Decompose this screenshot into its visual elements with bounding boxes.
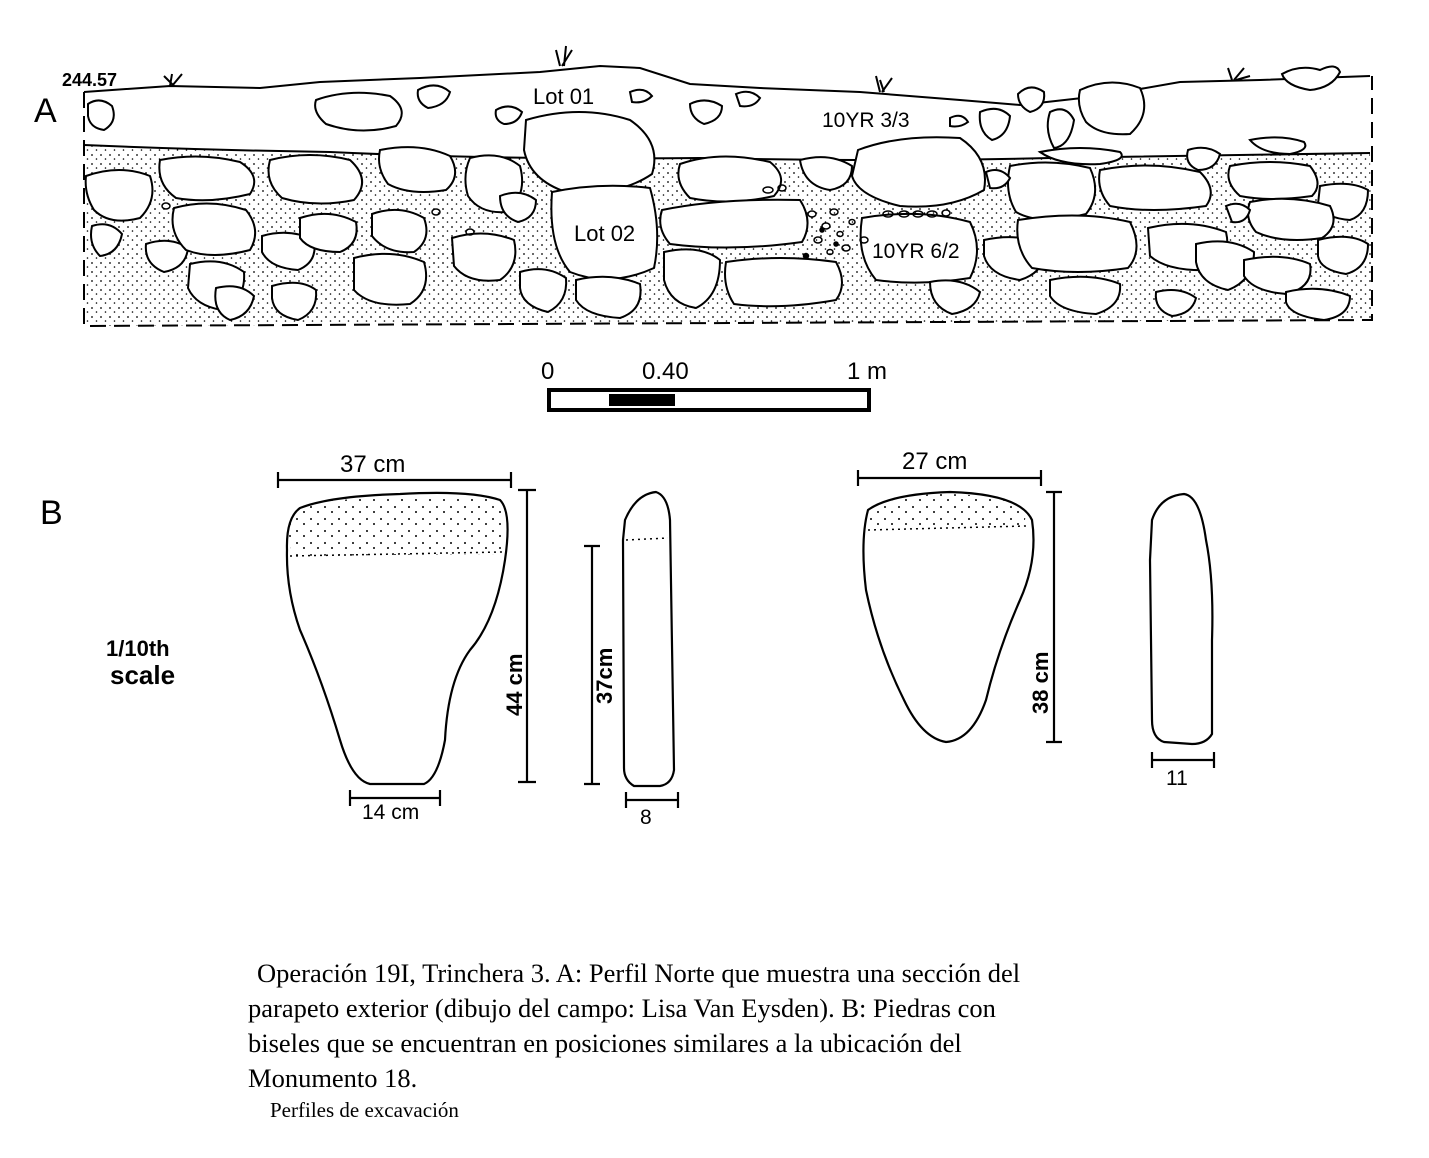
stone-2-outline (862, 490, 1035, 744)
stone-2-dimensions (856, 470, 1062, 744)
stone-1-bevel (287, 496, 505, 556)
scale-tick-040: 0.40 (642, 358, 689, 385)
stone-2-side-width: 11 (1166, 767, 1188, 790)
stone-1-height: 44 cm (502, 653, 527, 716)
stone-2-front (862, 490, 1035, 744)
soil-color-lower: 10YR 6/2 (872, 240, 960, 263)
caption-line: Monumento 18. (248, 1063, 418, 1093)
profile-frame (83, 76, 1373, 328)
pebble-cluster (161, 184, 951, 260)
stone-1-dimensions (276, 472, 536, 806)
caption-line: biseles que se encuentran en posiciones … (248, 1028, 962, 1058)
stone-1-side-outline (621, 490, 676, 788)
vegetation-mark (555, 45, 573, 67)
stone-1-front (285, 491, 509, 786)
ground-surface-line (83, 64, 1371, 107)
vegetation-mark (163, 73, 183, 87)
lot-01-stones (87, 65, 1342, 156)
scale-bar (547, 388, 871, 412)
vegetation-mark (1227, 67, 1251, 81)
figure-subcaption: Perfiles de excavación (270, 1098, 459, 1122)
scale-note-line1: 1/10th (106, 636, 170, 661)
lot-02-stones (84, 111, 1370, 322)
stone-2-width-top: 27 cm (902, 448, 968, 475)
soil-color-upper: 10YR 3/3 (822, 109, 910, 132)
panel-b-letter: B (40, 494, 63, 532)
elevation-label: 244.57 (62, 70, 118, 90)
scale-note-line2: scale (110, 660, 176, 690)
stone-1-outline (285, 491, 509, 786)
stone-1-width-top: 37 cm (340, 451, 406, 478)
figure-caption: Operación 19I, Trinchera 3. A: Perfil No… (248, 956, 1208, 1096)
lot-01-label: Lot 01 (533, 84, 595, 109)
scale-bar-segment-dark (609, 394, 675, 406)
stone-1-width-base: 14 cm (362, 801, 420, 824)
stone-2-side-outline (1148, 492, 1214, 746)
stone-1-side (584, 490, 680, 808)
stone-2-height: 38 cm (1028, 651, 1053, 714)
stone-1-side-height: 37cm (592, 647, 617, 704)
caption-line: Operación 19I, Trinchera 3. A: Perfil No… (257, 958, 1021, 988)
profile-section-a (83, 45, 1373, 328)
scale-bar-segment-light (553, 394, 609, 406)
stone-1-side-width: 8 (640, 806, 652, 829)
scale-tick-1m: 1 m (847, 358, 888, 385)
scale-tick-0: 0 (541, 358, 555, 385)
vegetation-mark (875, 75, 893, 93)
stone-2-side (1148, 492, 1216, 768)
lot-02-label: Lot 02 (574, 221, 636, 246)
panel-a-letter: A (34, 92, 57, 130)
stone-2-bevel (868, 494, 1026, 530)
caption-line: parapeto exterior (dibujo del campo: Lis… (248, 993, 996, 1023)
